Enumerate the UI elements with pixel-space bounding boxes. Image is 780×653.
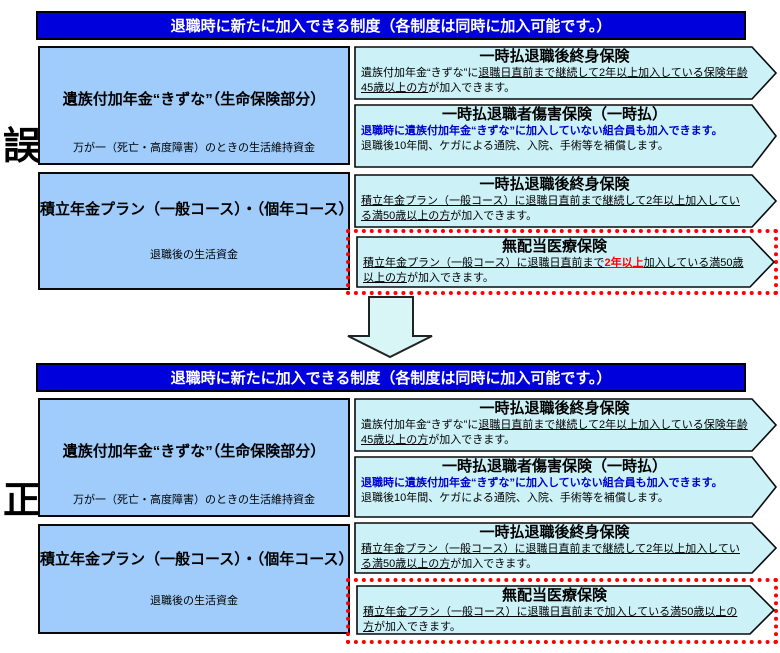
insurance-title: 無配当医療保険 xyxy=(501,587,607,604)
insurance-description: 積立年金プラン（一般コース）に退職日直前まで継続して2年以上加入している満50歳… xyxy=(361,195,740,222)
insurance-description: 退職時に遺族付加年金“きずな”に加入していない組合員も加入できます。 退職後10… xyxy=(361,477,723,504)
product-title: 遺族付加年金“きずな”（生命保険部分） xyxy=(62,91,326,108)
correction-highlight-outline xyxy=(346,578,778,644)
down-arrow-icon xyxy=(347,296,433,359)
whole-life-insurance-arrow: 一時払退職後終身保険 遺族付加年金“きずな”に退職日直前まで継続して2年以上加入… xyxy=(354,398,778,452)
product-title: 遺族付加年金“きずな”（生命保険部分） xyxy=(62,443,326,460)
right-arrow-shape xyxy=(354,398,778,452)
insurance-description: 遺族付加年金“きずな”に退職日直前まで継続して2年以上加入している保険年齢45歳… xyxy=(361,419,748,446)
insurance-description: 遺族付加年金“きずな”に退職日直前まで継続して2年以上加入している保険年齢45歳… xyxy=(361,67,748,94)
right-arrow-shape xyxy=(354,456,778,518)
right-arrow-shape xyxy=(354,174,778,228)
insurance-title: 無配当医療保険 xyxy=(501,238,607,255)
right-arrow-shape xyxy=(354,104,778,168)
product-title: 積立年金プラン（一般コース）・（個年コース） xyxy=(40,551,354,568)
error-highlight-outline xyxy=(346,229,778,295)
right-arrow-shape xyxy=(356,236,776,288)
error-label: 誤 xyxy=(3,126,42,168)
whole-life-insurance-arrow-2: 一時払退職後終身保険 積立年金プラン（一般コース）に退職日直前まで継続して2年以… xyxy=(354,522,778,574)
kizuna-product-box: 遺族付加年金“きずな”（生命保険部分） 万が一（死亡・高度障害）のときの生活維持… xyxy=(38,398,350,517)
insurance-title: 一時払退職後終身保険 xyxy=(479,176,630,193)
right-arrow-shape xyxy=(356,585,776,635)
right-arrow-shape xyxy=(354,522,778,574)
injury-insurance-arrow: 一時払退職者傷害保険（一時払） 退職時に遺族付加年金“きずな”に加入していない組… xyxy=(354,456,778,518)
whole-life-insurance-arrow-2: 一時払退職後終身保険 積立年金プラン（一般コース）に退職日直前まで継続して2年以… xyxy=(354,174,778,228)
product-caption: 万が一（死亡・高度障害）のときの生活維持資金 xyxy=(73,142,315,154)
insurance-description: 積立年金プラン（一般コース）に退職日直前まで2年以上加入している満50歳以上の方… xyxy=(363,257,744,284)
insurance-title: 一時払退職後終身保険 xyxy=(479,524,630,541)
medical-insurance-arrow-wrong: 無配当医療保険 積立年金プラン（一般コース）に退職日直前まで2年以上加入している… xyxy=(356,236,776,288)
insurance-title: 一時払退職後終身保険 xyxy=(479,48,630,65)
insurance-description: 積立年金プラン（一般コース）に退職日直前まで加入している満50歳以上の方が加入で… xyxy=(363,606,738,633)
insurance-description: 積立年金プラン（一般コース）に退職日直前まで継続して2年以上加入している満50歳… xyxy=(361,543,740,570)
product-caption: 退職後の生活資金 xyxy=(150,249,238,261)
product-caption: 万が一（死亡・高度障害）のときの生活維持資金 xyxy=(73,494,315,506)
injury-insurance-arrow: 一時払退職者傷害保険（一時払） 退職時に遺族付加年金“きずな”に加入していない組… xyxy=(354,104,778,168)
right-arrow-shape xyxy=(354,46,778,100)
pension-plan-product-box: 積立年金プラン（一般コース）・（個年コース） 退職後の生活資金 xyxy=(38,172,354,290)
insurance-title: 一時払退職者傷害保険（一時払） xyxy=(441,458,667,475)
insurance-title: 一時払退職後終身保険 xyxy=(479,400,630,417)
banner-title: 退職時に新たに加入できる制度（各制度は同時に加入可能です。） xyxy=(36,11,746,40)
product-title: 積立年金プラン（一般コース）・（個年コース） xyxy=(40,201,354,218)
medical-insurance-arrow-correct: 無配当医療保険 積立年金プラン（一般コース）に退職日直前まで加入している満50歳… xyxy=(356,585,776,635)
whole-life-insurance-arrow: 一時払退職後終身保険 遺族付加年金“きずな”に退職日直前まで継続して2年以上加入… xyxy=(354,46,778,100)
kizuna-product-box: 遺族付加年金“きずな”（生命保険部分） 万が一（死亡・高度障害）のときの生活維持… xyxy=(38,46,350,165)
insurance-description: 退職時に遺族付加年金“きずな”に加入していない組合員も加入できます。 退職後10… xyxy=(361,125,723,152)
correct-label: 正 xyxy=(3,480,42,522)
banner-title: 退職時に新たに加入できる制度（各制度は同時に加入可能です。） xyxy=(36,363,746,392)
product-caption: 退職後の生活資金 xyxy=(150,595,238,607)
pension-plan-product-box: 積立年金プラン（一般コース）・（個年コース） 退職後の生活資金 xyxy=(38,524,354,634)
insurance-title: 一時払退職者傷害保険（一時払） xyxy=(441,106,667,123)
